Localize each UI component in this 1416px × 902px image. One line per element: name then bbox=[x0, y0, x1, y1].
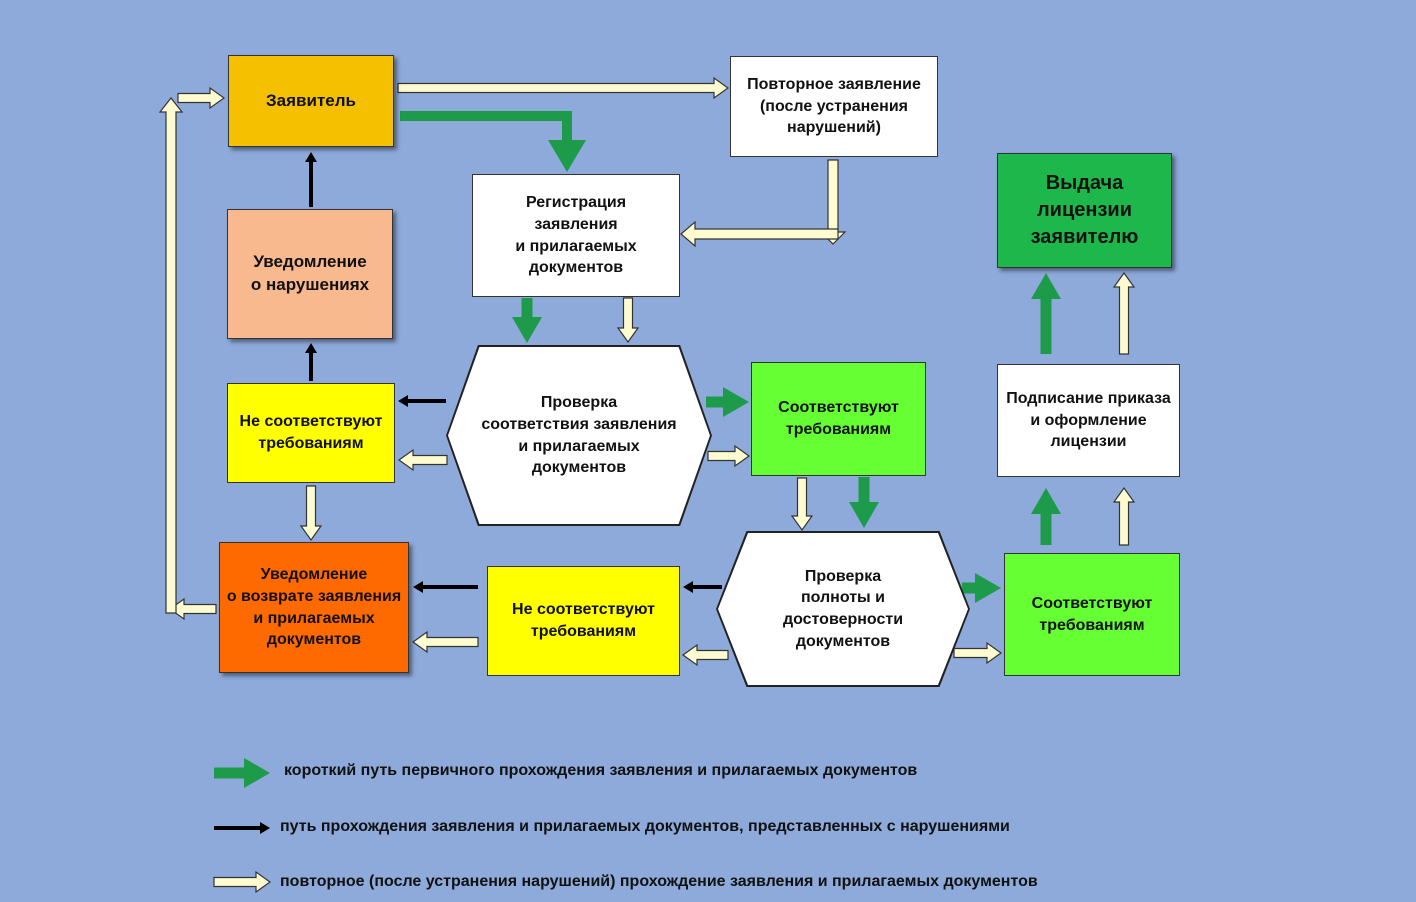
arrow-black-check-to-noncompliant1 bbox=[398, 395, 446, 407]
arrow-cream-left-up bbox=[158, 97, 184, 614]
arrow-cream-applicant-to-resubmission bbox=[397, 76, 730, 100]
arrow-cream-check-to-noncompliant1 bbox=[397, 448, 448, 472]
legend-black-text: путь прохождения заявления и прилагаемых… bbox=[280, 818, 1010, 835]
node-issue-license: Выдача лицензии заявителю bbox=[997, 153, 1172, 268]
arrow-cream-to-applicant bbox=[177, 86, 226, 110]
node-compliant-1: Соответствуют требованиям bbox=[751, 362, 926, 476]
arrow-cream-return-left bbox=[168, 597, 217, 621]
arrow-green-check-to-compliant1 bbox=[706, 387, 749, 417]
arrow-green-compliant1-to-check2 bbox=[849, 477, 879, 528]
node-noncompliant-1: Не соответствуют требованиям bbox=[227, 383, 395, 483]
legend-green-arrow bbox=[214, 758, 270, 788]
legend-black-arrow bbox=[214, 822, 270, 834]
arrow-cream-compliant2-to-sign bbox=[1112, 486, 1136, 546]
arrow-green-compliant2-to-sign bbox=[1031, 488, 1061, 545]
node-check-compliance: Проверка соответствия заявления и прилаг… bbox=[448, 347, 710, 524]
arrow-cream-check2-to-compliant2 bbox=[953, 641, 1003, 665]
arrow-black-check2-to-noncompliant2 bbox=[683, 581, 722, 593]
arrow-black-notice-to-applicant bbox=[305, 152, 317, 207]
node-check-completeness: Проверка полноты и достоверности докумен… bbox=[718, 533, 968, 685]
arrow-cream-check2-to-noncompliant2 bbox=[681, 643, 729, 667]
arrow-cream-to-registration bbox=[680, 220, 839, 248]
node-sign-order: Подписание приказа и оформление лицензии bbox=[997, 364, 1180, 477]
node-resubmission: Повторное заявление (после устранения на… bbox=[730, 56, 938, 157]
legend-cream-text: повторное (после устранения нарушений) п… bbox=[280, 873, 1038, 890]
arrow-green-applicant-to-registration bbox=[400, 111, 586, 172]
legend-green-text: короткий путь первичного прохождения зая… bbox=[284, 762, 918, 779]
arrow-cream-noncompliant2-to-return bbox=[411, 630, 479, 654]
legend-cream-arrow bbox=[213, 870, 272, 894]
arrow-green-check2-to-compliant2 bbox=[962, 573, 1001, 603]
arrow-cream-noncompliant1-to-return bbox=[299, 485, 323, 542]
arrow-black-noncompliant2-to-return bbox=[413, 581, 478, 593]
arrow-black-noncompliant1-to-notice bbox=[305, 343, 317, 381]
node-applicant: Заявитель bbox=[228, 55, 394, 147]
node-registration: Регистрация заявления и прилагаемых доку… bbox=[472, 174, 680, 297]
arrow-green-sign-to-issue bbox=[1031, 273, 1061, 354]
node-violation-notice: Уведомление о нарушениях bbox=[227, 209, 393, 339]
arrow-green-registration-to-check bbox=[512, 298, 542, 343]
arrow-cream-compliant1-to-check2 bbox=[790, 477, 814, 532]
node-noncompliant-2: Не соответствуют требованиям bbox=[487, 566, 680, 676]
arrow-cream-sign-to-issue bbox=[1112, 271, 1136, 355]
node-return-notice: Уведомление о возврате заявления и прила… bbox=[219, 542, 409, 673]
arrow-cream-registration-to-check bbox=[616, 297, 640, 344]
arrow-cream-check-to-compliant1 bbox=[707, 444, 751, 468]
node-compliant-2: Соответствуют требованиям bbox=[1004, 553, 1180, 676]
